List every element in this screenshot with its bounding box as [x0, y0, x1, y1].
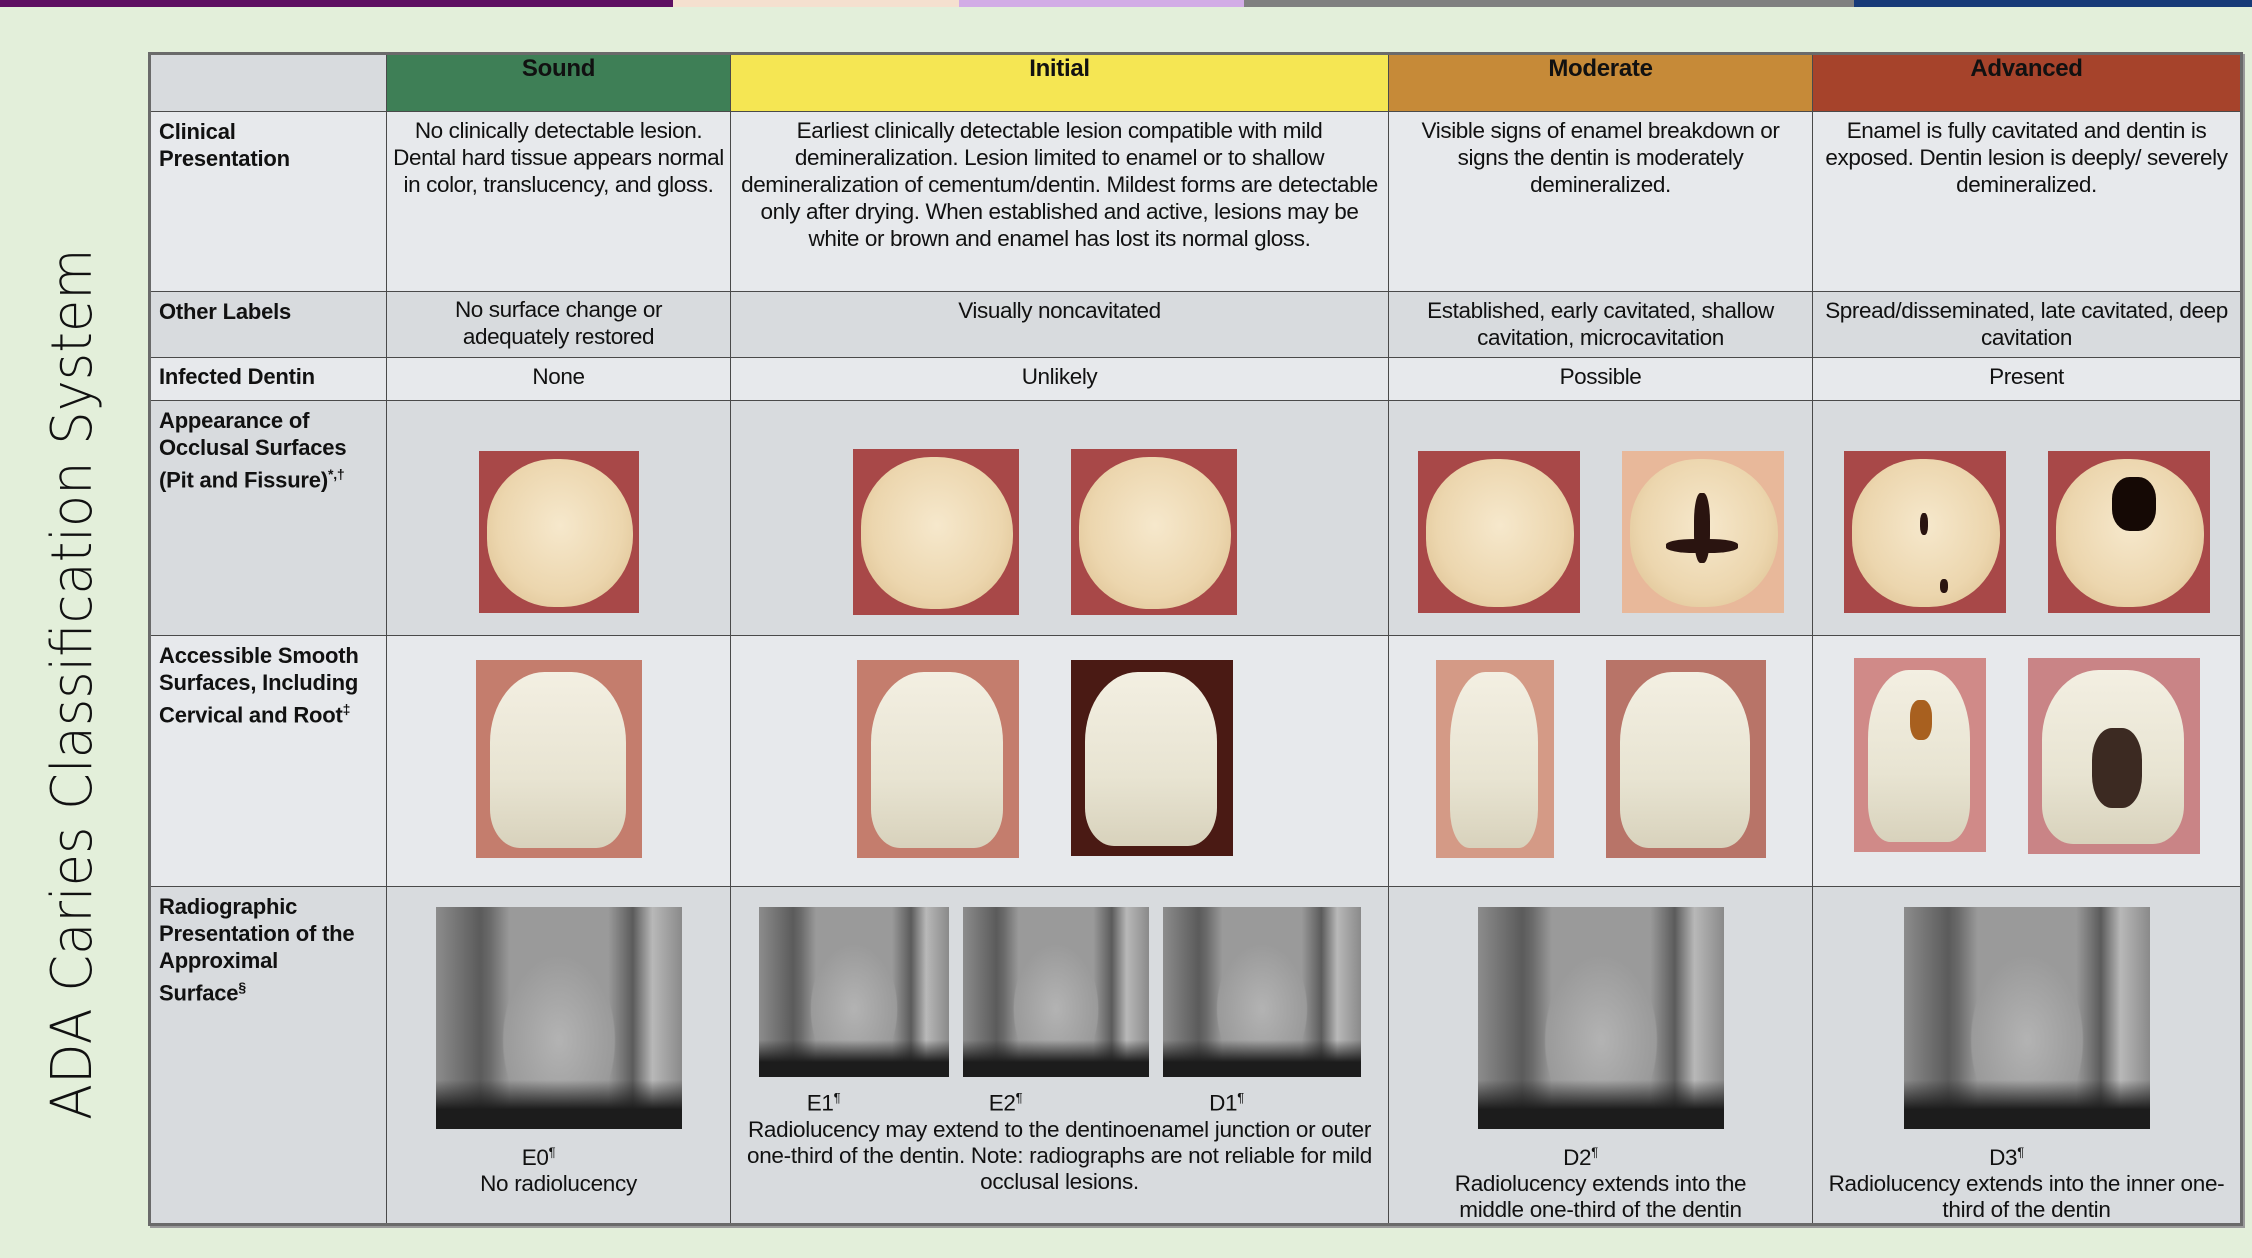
row-label-text: Radiographic Presentation of the Approxi… [159, 894, 355, 1006]
tooth-smooth-photo [475, 660, 642, 858]
cell-advanced: Present [1812, 357, 2242, 401]
footnote-marker: *,† [327, 466, 345, 482]
cell-advanced [1812, 400, 2242, 636]
xray-image [435, 907, 682, 1129]
cell-sound: None [386, 357, 731, 401]
tooth-smooth-photo-cavity [2027, 658, 2200, 854]
xray-image [1477, 907, 1724, 1129]
header-initial: Initial [730, 53, 1389, 112]
cell-initial: Earliest clinically detectable lesion co… [730, 111, 1389, 292]
caries-classification-table: Sound Initial Moderate Advanced Clinical… [148, 52, 2243, 1226]
cell-sound [386, 400, 731, 636]
cell-advanced: D3¶ Radiolucency extends into the inner … [1812, 886, 2242, 1225]
xray-image [962, 907, 1149, 1077]
cell-advanced: Spread/disseminated, late cavitated, dee… [1812, 291, 2242, 358]
row-label: Other Labels [149, 291, 387, 358]
cell-moderate: Possible [1388, 357, 1813, 401]
xray-caption: Radiolucency extends into the middle one… [1454, 1170, 1747, 1222]
tooth-smooth-photo-lesion [1853, 658, 1986, 852]
tooth-occlusal-photo [478, 451, 639, 613]
header-corner [149, 53, 387, 112]
cell-moderate: Established, early cavitated, shallow ca… [1388, 291, 1813, 358]
row-label: Radiographic Presentation of the Approxi… [149, 886, 387, 1225]
cell-initial: Unlikely [730, 357, 1389, 401]
row-label-text: Accessible Smooth Surfaces, Including Ce… [159, 643, 359, 728]
cell-moderate: Visible signs of enamel breakdown or sig… [1388, 111, 1813, 292]
xray-image [758, 907, 949, 1077]
xray-code: E0¶ [521, 1144, 556, 1170]
cell-initial [730, 400, 1389, 636]
top-color-strip [0, 0, 2252, 7]
cell-initial [730, 635, 1389, 887]
xray-image [1903, 907, 2150, 1129]
row-smooth-surfaces: Accessible Smooth Surfaces, Including Ce… [149, 635, 2242, 887]
tooth-occlusal-photo [852, 449, 1019, 615]
row-clinical-presentation: Clinical Presentation No clinically dete… [149, 111, 2242, 292]
page-title: ADA Caries Classification System [40, 220, 105, 1120]
page-title-text: ADA Caries Classification System [40, 248, 105, 1120]
xray-code: E2¶ [988, 1090, 1023, 1116]
cell-moderate [1388, 635, 1813, 887]
row-label-text: Appearance of Occlusal Surfaces (Pit and… [159, 408, 347, 493]
xray-image [1162, 907, 1361, 1077]
header-advanced: Advanced [1812, 53, 2242, 112]
header-row: Sound Initial Moderate Advanced [149, 53, 2242, 112]
cell-advanced [1812, 635, 2242, 887]
cell-advanced: Enamel is fully cavitated and dentin is … [1812, 111, 2242, 292]
tooth-occlusal-photo-lesion [1621, 451, 1784, 613]
tooth-smooth-photo [1070, 660, 1233, 856]
tooth-smooth-photo [1435, 660, 1554, 858]
strip-segment-purple [0, 0, 673, 7]
xray-caption: No radiolucency [480, 1170, 637, 1196]
header-sound: Sound [386, 53, 731, 112]
strip-segment-lavender [959, 0, 1244, 7]
xray-code: E1¶ [806, 1090, 841, 1116]
cell-sound [386, 635, 731, 887]
tooth-occlusal-photo [1070, 449, 1237, 615]
row-radiographic: Radiographic Presentation of the Approxi… [149, 886, 2242, 1225]
strip-segment-peach [673, 0, 959, 7]
strip-segment-navy [1854, 0, 2252, 7]
xray-code: D1¶ [1209, 1090, 1244, 1116]
cell-sound: No surface change or adequately restored [386, 291, 731, 358]
xray-caption: Radiolucency may extend to the dentinoen… [747, 1116, 1372, 1194]
row-label: Infected Dentin [149, 357, 387, 401]
tooth-occlusal-photo-lesion [1843, 451, 2006, 613]
cell-moderate [1388, 400, 1813, 636]
header-moderate: Moderate [1388, 53, 1813, 112]
cell-sound: E0¶ No radiolucency [386, 886, 731, 1225]
tooth-smooth-photo [856, 660, 1019, 858]
xray-code: D2¶ [1563, 1144, 1598, 1170]
footnote-marker: ‡ [342, 701, 351, 717]
xray-caption: Radiolucency extends into the inner one-… [1828, 1170, 2225, 1222]
row-other-labels: Other Labels No surface change or adequa… [149, 291, 2242, 358]
row-label: Accessible Smooth Surfaces, Including Ce… [149, 635, 387, 887]
cell-sound: No clinically detectable lesion. Dental … [386, 111, 731, 292]
footnote-marker: § [238, 979, 246, 995]
tooth-occlusal-photo-cavity [2047, 451, 2210, 613]
tooth-smooth-photo [1605, 660, 1766, 858]
tooth-occlusal-photo [1417, 451, 1580, 613]
row-label: Appearance of Occlusal Surfaces (Pit and… [149, 400, 387, 636]
xray-code: D3¶ [1989, 1144, 2024, 1170]
cell-initial: E1¶ E2¶ D1¶ Radiolucency may extend to t… [730, 886, 1389, 1225]
row-infected-dentin: Infected Dentin None Unlikely Possible P… [149, 357, 2242, 401]
row-occlusal-surfaces: Appearance of Occlusal Surfaces (Pit and… [149, 400, 2242, 636]
cell-moderate: D2¶ Radiolucency extends into the middle… [1388, 886, 1813, 1225]
row-label: Clinical Presentation [149, 111, 387, 292]
cell-initial: Visually noncavitated [730, 291, 1389, 358]
strip-segment-gray [1244, 0, 1854, 7]
